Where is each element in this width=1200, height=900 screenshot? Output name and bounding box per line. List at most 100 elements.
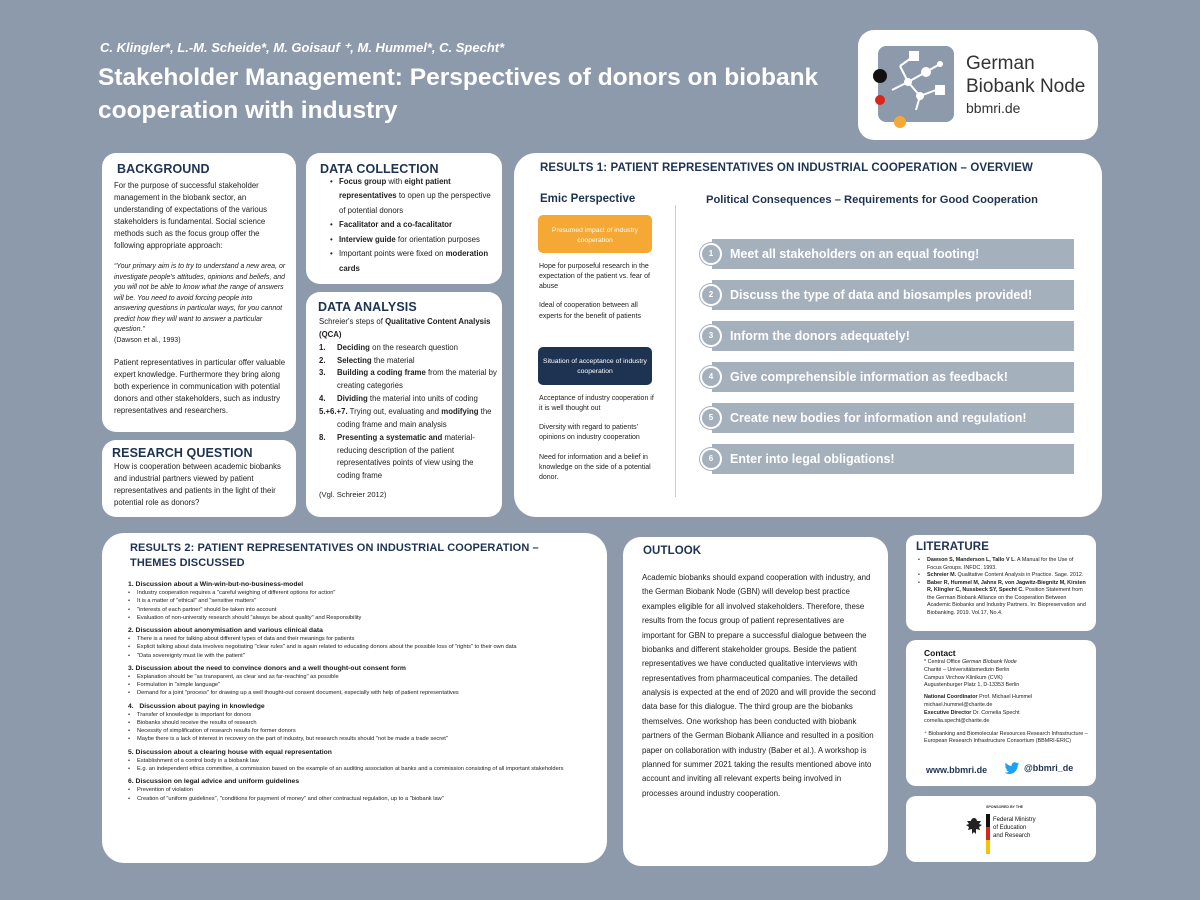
contact-office: * Central Office German Biobank Node bbox=[924, 659, 1017, 665]
data-collection-heading: DATA COLLECTION bbox=[320, 162, 439, 176]
results1-heading: RESULTS 1: PATIENT REPRESENTATIVES ON IN… bbox=[540, 162, 1033, 174]
contact-line: Augustenburger Platz 1, D-13353 Berlin bbox=[924, 682, 1020, 689]
background-conclusion: Patient representatives in particular of… bbox=[114, 357, 286, 416]
qca-steps-list: 1.Deciding on the research question 2.Se… bbox=[319, 342, 497, 483]
theme-block: 5. Discussion about a clearing house wit… bbox=[128, 749, 598, 774]
data-collection-list: Focus group with eight patient represent… bbox=[330, 175, 496, 276]
theme-block: 6. Discussion on legal advice and unifor… bbox=[128, 778, 598, 803]
background-citation: (Dawson et al., 1993) bbox=[114, 336, 181, 344]
qca-step: 4.Dividing the material into units of co… bbox=[319, 394, 478, 404]
theme-block: 3. Discussion about the need to convince… bbox=[128, 665, 598, 698]
contact-line: Campus Virchow Klinikum (CVK) bbox=[924, 674, 1003, 681]
theme-item: Maybe there is a lack of interest in rec… bbox=[128, 735, 598, 744]
qca-step: 3.Building a coding frame from the mater… bbox=[319, 368, 497, 391]
background-intro: For the purpose of successful stakeholde… bbox=[114, 181, 268, 251]
emic-point: Need for information and a belief in kno… bbox=[539, 453, 651, 481]
emic-point: Diversity with regard to patients' opini… bbox=[539, 424, 640, 442]
contact-line: Charité – Universitätsmedizin Berlin bbox=[924, 666, 1010, 673]
theme-item: E.g. an independent ethics committee, a … bbox=[128, 765, 598, 774]
theme-item: Explicit talking about data involves neg… bbox=[128, 643, 598, 652]
ministry-line: of Education bbox=[993, 824, 1027, 831]
eagle-icon bbox=[966, 818, 982, 834]
reference-item: Baber R, Hummel M, Jahns R, von Jagwitz-… bbox=[918, 580, 1088, 618]
data-analysis-heading: DATA ANALYSIS bbox=[318, 300, 417, 314]
theme-item: Explanation should be "as transparent, a… bbox=[128, 673, 598, 682]
requirement-pill-2: Discuss the type of data and biosamples … bbox=[712, 280, 1074, 310]
requirement-pill-1: Meet all stakeholders on an equal footin… bbox=[712, 239, 1074, 269]
requirement-number: 2 bbox=[700, 284, 722, 306]
director-email[interactable]: cornelia.specht@charite.de bbox=[924, 717, 990, 724]
background-card: BACKGROUND For the purpose of successful… bbox=[102, 153, 296, 432]
outlook-heading: OUTLOOK bbox=[643, 545, 702, 557]
qca-step: 2.Selecting the material bbox=[319, 355, 415, 365]
data-analysis-intro: Schreier's steps of Qualitative Content … bbox=[319, 317, 491, 339]
sponsor-label: SPONSORED BY THE bbox=[986, 805, 1024, 809]
data-collection-item: Focus group with eight patient represent… bbox=[330, 175, 496, 218]
political-heading: Political Consequences – Requirements fo… bbox=[706, 194, 1038, 206]
theme-block: 1. Discussion about a Win-win-but-no-bus… bbox=[128, 581, 598, 622]
data-collection-item: Facalitator and a co-facalitator bbox=[330, 218, 496, 233]
theme-item: There is a need for talking about differ… bbox=[128, 635, 598, 644]
twitter-handle[interactable]: @bbmri_de bbox=[1024, 763, 1074, 773]
theme-item: Prevention of violation bbox=[128, 786, 598, 795]
requirement-number: 4 bbox=[700, 366, 722, 388]
data-collection-card: DATA COLLECTION Focus group with eight p… bbox=[306, 153, 502, 284]
theme-item: "interests of each partner" should be ta… bbox=[128, 606, 598, 615]
sponsor-card: SPONSORED BY THE Federal Ministry of Edu… bbox=[906, 796, 1096, 862]
requirement-pill-4: Give comprehensible information as feedb… bbox=[712, 362, 1074, 392]
research-question-card: RESEARCH QUESTION How is cooperation bet… bbox=[102, 440, 296, 517]
twitter-icon[interactable] bbox=[1004, 762, 1020, 775]
theme-item: Biobanks should receive the results of r… bbox=[128, 719, 598, 728]
theme-title: 6. Discussion on legal advice and unifor… bbox=[128, 778, 300, 786]
theme-item: Creation of "uniform guidelines", "condi… bbox=[128, 795, 598, 804]
theme-title: 4. Discussion about paying in knowledge bbox=[128, 702, 265, 710]
logo-card: German Biobank Node bbmri.de bbox=[858, 30, 1098, 140]
data-analysis-citation: (Vgl. Schreier 2012) bbox=[319, 490, 387, 500]
theme-item: Demand for a joint "process" for drawing… bbox=[128, 689, 598, 698]
theme-item: Evaluation of non-university research sh… bbox=[128, 614, 598, 623]
requirement-number: 5 bbox=[700, 407, 722, 429]
coordinator-email[interactable]: michael.hummel@charite.de bbox=[924, 702, 993, 709]
ministry-line: and Research bbox=[993, 832, 1031, 839]
authors: C. Klingler*, L.-M. Scheide*, M. Goisauf… bbox=[100, 40, 505, 55]
literature-list: Dawson S, Manderson L, Tallo V L. A Manu… bbox=[918, 557, 1088, 618]
data-collection-item: Interview guide for orientation purposes bbox=[330, 233, 496, 248]
results2-subheading: THEMES DISCUSSED bbox=[130, 557, 245, 569]
presumed-impact-box: Presumed impact of industry cooperation bbox=[538, 215, 652, 253]
website-link[interactable]: www.bbmri.de bbox=[926, 765, 988, 775]
results2-card: RESULTS 2: PATIENT REPRESENTATIVES ON IN… bbox=[102, 533, 607, 863]
theme-block: 4. Discussion about paying in knowledge … bbox=[128, 703, 598, 744]
theme-title: 1. Discussion about a Win-win-but-no-bus… bbox=[128, 581, 304, 588]
ministry-line: Federal Ministry bbox=[993, 817, 1036, 823]
executive-director: Executive Director Dr. Cornelia Specht bbox=[924, 709, 1020, 716]
background-quote: “Your primary aim is to try to understan… bbox=[114, 263, 286, 334]
results2-heading: RESULTS 2: PATIENT REPRESENTATIVES ON IN… bbox=[130, 542, 539, 554]
theme-title: 3. Discussion about the need to convince… bbox=[128, 664, 406, 672]
literature-card: LITERATURE Dawson S, Manderson L, Tallo … bbox=[906, 535, 1096, 631]
logo-line2: Biobank Node bbox=[966, 76, 1086, 97]
gbn-logo-icon bbox=[878, 46, 954, 122]
theme-title: 5. Discussion about a clearing house wit… bbox=[128, 748, 332, 756]
outlook-card: OUTLOOK Academic biobanks should expand … bbox=[623, 537, 888, 866]
requirement-number: 6 bbox=[700, 448, 722, 470]
reference-item: Dawson S, Manderson L, Tallo V L. A Manu… bbox=[918, 557, 1088, 572]
themes-list: 1. Discussion about a Win-win-but-no-bus… bbox=[128, 576, 598, 803]
theme-block: 2. Discussion about anonymisation and va… bbox=[128, 627, 598, 660]
outlook-text: Academic biobanks should expand cooperat… bbox=[642, 573, 876, 798]
column-divider bbox=[675, 205, 676, 497]
contact-heading: Contact bbox=[924, 648, 956, 658]
emic-point: Acceptance of industry cooperation if it… bbox=[539, 395, 654, 413]
theme-item: "Data sovereignty must lie with the pati… bbox=[128, 652, 598, 661]
requirement-pill-6: Enter into legal obligations! bbox=[712, 444, 1074, 474]
requirement-pill-5: Create new bodies for information and re… bbox=[712, 403, 1074, 433]
data-analysis-card: DATA ANALYSIS Schreier's steps of Qualit… bbox=[306, 292, 502, 517]
theme-item: Industry cooperation requires a "careful… bbox=[128, 589, 598, 598]
requirement-number: 3 bbox=[700, 325, 722, 347]
acceptance-box: Situation of acceptance of industry coop… bbox=[538, 347, 652, 385]
results1-card: RESULTS 1: PATIENT REPRESENTATIVES ON IN… bbox=[514, 153, 1102, 517]
theme-item: It is a matter of "ethical" and "sensiti… bbox=[128, 597, 598, 606]
qca-step: 1.Deciding on the research question bbox=[319, 342, 458, 352]
qca-step: 5.+6.+7. Trying out, evaluating and modi… bbox=[319, 407, 492, 429]
theme-item: Formulation in "simple language" bbox=[128, 681, 598, 690]
reference-item: Schreier M. Qualitative Content Analysis… bbox=[918, 572, 1088, 580]
